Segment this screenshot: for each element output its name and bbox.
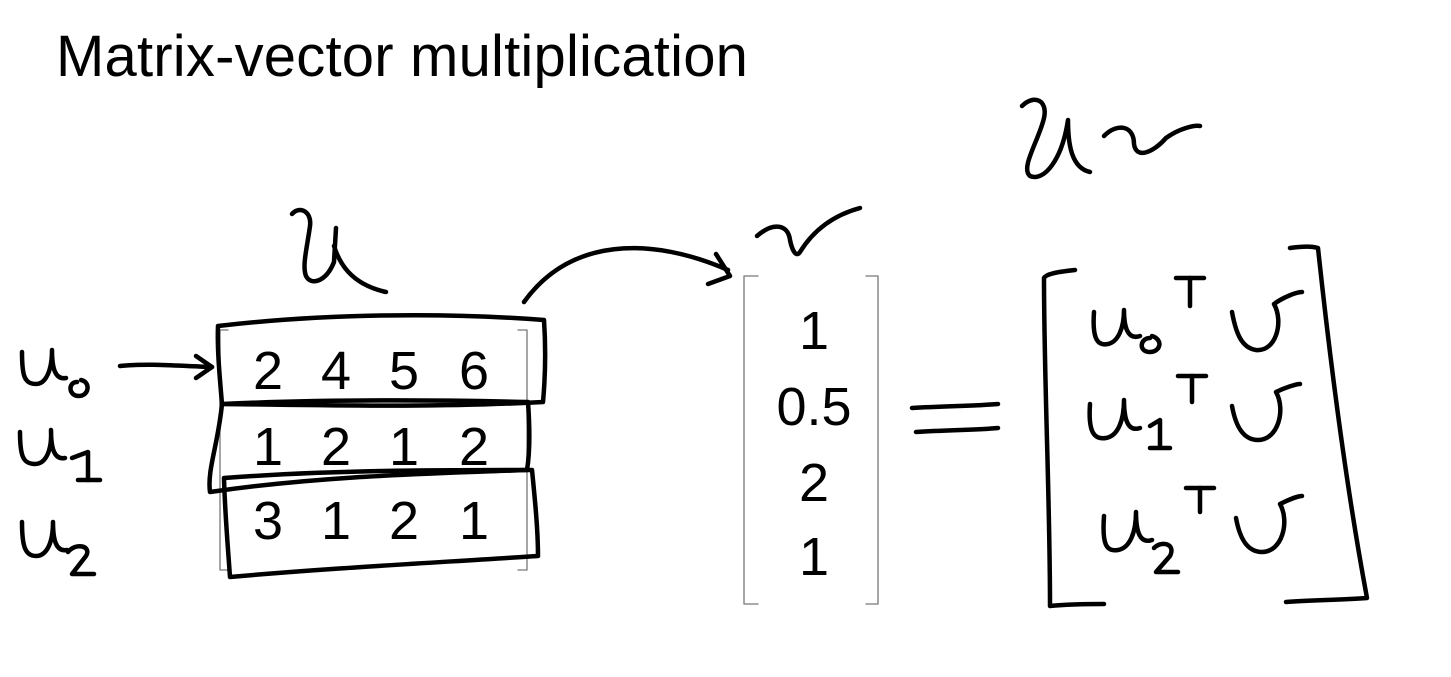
product-label-v bbox=[1101, 123, 1203, 156]
matrix-cell: 1 bbox=[252, 417, 284, 477]
matrix-cell: 1 bbox=[320, 491, 352, 551]
matrix-cell: 6 bbox=[458, 341, 490, 401]
result-row-2 bbox=[1101, 485, 1305, 575]
matrix-cell: 2 bbox=[252, 341, 284, 401]
matrix-cell: 4 bbox=[320, 341, 352, 401]
row-box-2 bbox=[221, 467, 541, 580]
matrix-cell: 2 bbox=[320, 417, 352, 477]
result-row-0 bbox=[1091, 275, 1305, 355]
row-label-u1 bbox=[17, 427, 103, 483]
result-row-1 bbox=[1087, 373, 1303, 451]
product-label-U bbox=[1019, 97, 1093, 180]
vector-entry: 2 bbox=[798, 453, 830, 513]
matrix-cell: 2 bbox=[388, 491, 420, 551]
row-label-u2 bbox=[19, 519, 97, 577]
row-label-u0 bbox=[19, 347, 215, 399]
vector-entry: 1 bbox=[798, 527, 830, 587]
page-title: Matrix-vector multiplication bbox=[56, 24, 749, 89]
matrix-cell: 2 bbox=[458, 417, 490, 477]
matrix-cell: 5 bbox=[388, 341, 420, 401]
matrix-cell: 1 bbox=[458, 491, 490, 551]
vector-entry: 0.5 bbox=[776, 377, 852, 437]
matrix-cell: 3 bbox=[252, 491, 284, 551]
matrix-cell: 1 bbox=[388, 417, 420, 477]
matrix-label-U bbox=[289, 207, 389, 295]
vector-label-v bbox=[754, 205, 863, 257]
vector-entry: 1 bbox=[798, 301, 830, 361]
